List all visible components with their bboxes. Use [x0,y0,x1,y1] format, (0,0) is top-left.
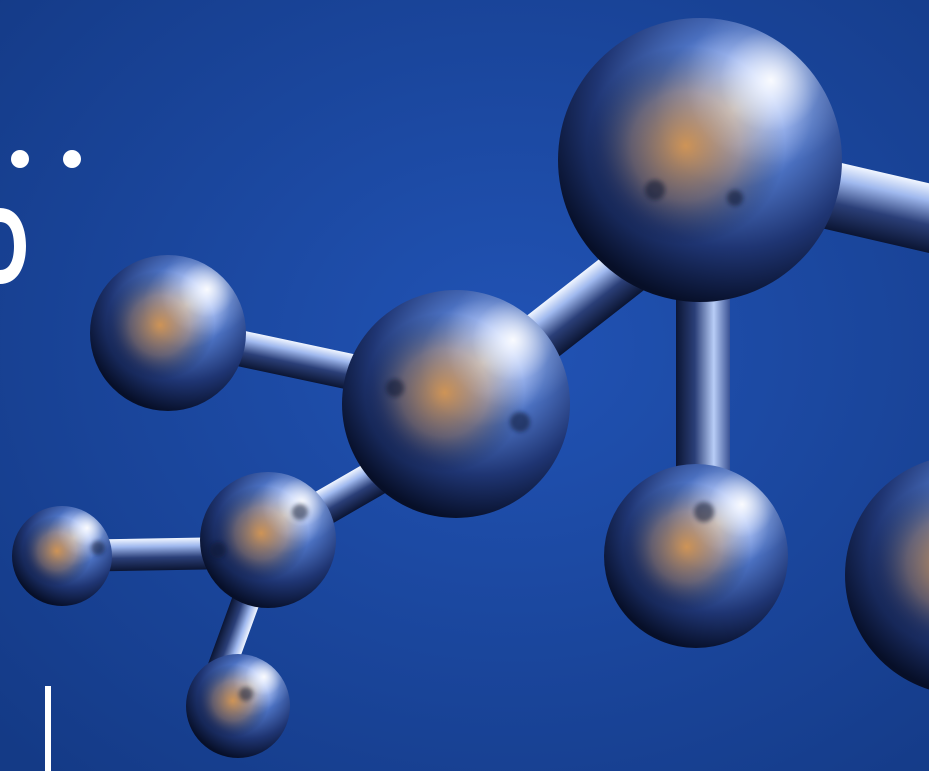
atom-far-left [12,506,112,606]
vertical-bar-icon [45,686,51,771]
atom-large-top [558,18,842,302]
overlay-graphics [0,150,81,771]
atom-lower-left [200,472,336,608]
atom-bottom-middle [604,464,788,648]
bond-sockets [91,180,743,701]
atom-left [90,255,246,411]
atom-center [342,290,570,518]
dot-icon [11,150,29,168]
dot-icon [63,150,81,168]
atoms [12,18,929,758]
atom-right-partial [845,460,929,690]
partial-glyph-icon [0,208,26,284]
atom-bottom-small [186,654,290,758]
